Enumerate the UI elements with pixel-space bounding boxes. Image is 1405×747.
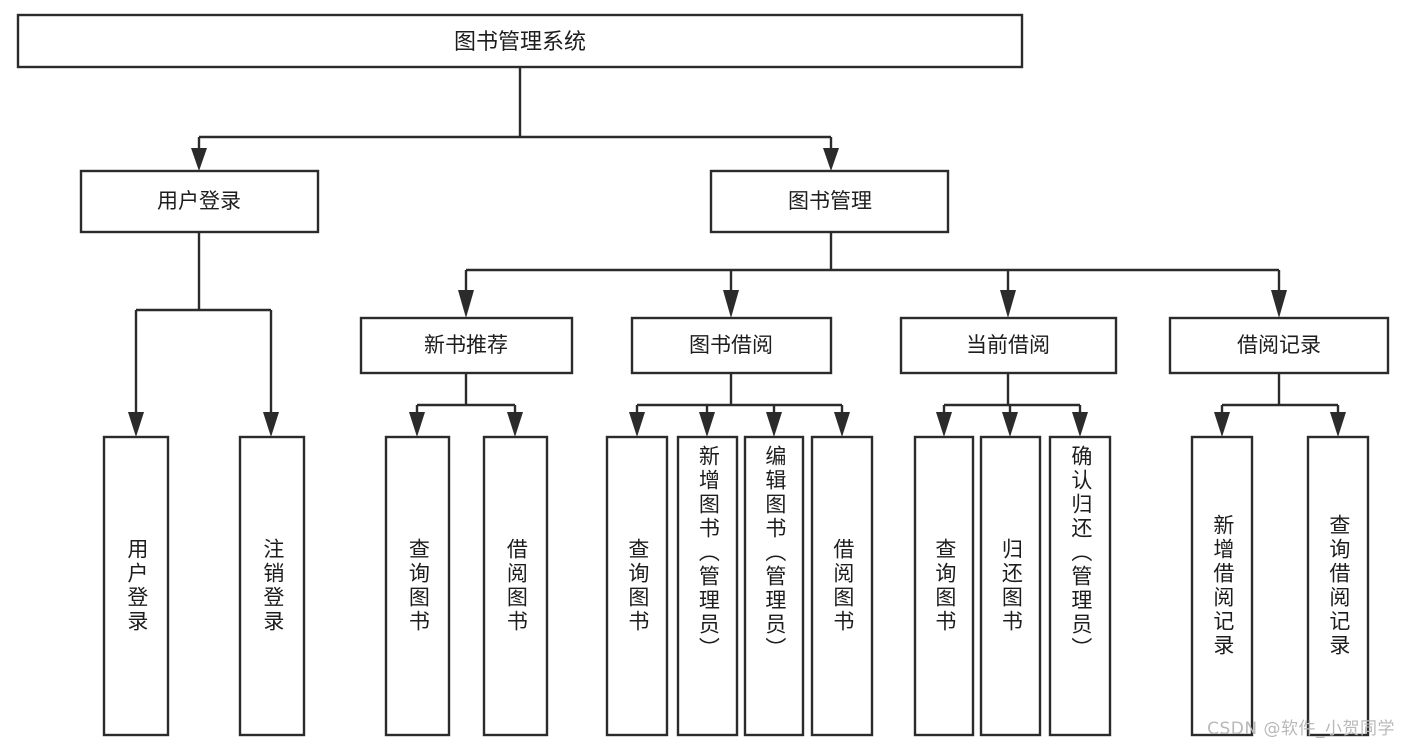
node-label: 用户登录 xyxy=(157,189,241,213)
node-new-book-recommend[interactable]: 新书推荐 xyxy=(359,316,574,375)
node-leaf-add-record[interactable] xyxy=(1190,435,1254,737)
connector-newbook-to-leaves xyxy=(409,373,523,437)
connector-root-to-level2 xyxy=(191,67,839,171)
node-box[interactable] xyxy=(16,13,1024,69)
node-box[interactable] xyxy=(79,169,320,234)
node-box[interactable] xyxy=(359,316,574,375)
node-box[interactable] xyxy=(979,435,1042,737)
node-leaf-borrow-book-2[interactable] xyxy=(810,435,874,737)
node-leaf-query-book-1[interactable] xyxy=(384,435,451,737)
node-box[interactable] xyxy=(1168,316,1390,375)
arrow-head-icon xyxy=(409,412,425,437)
arrow-head-icon xyxy=(629,412,645,437)
node-label: 当前借阅 xyxy=(966,333,1050,357)
node-box[interactable] xyxy=(482,435,549,737)
node-book-borrow[interactable]: 图书借阅 xyxy=(630,316,833,375)
arrow-head-icon xyxy=(458,290,474,318)
arrow-head-icon xyxy=(1000,290,1016,318)
arrow-head-icon xyxy=(1214,412,1230,437)
arrow-head-icon xyxy=(1330,412,1346,437)
node-leaf-add-book[interactable] xyxy=(676,435,739,737)
node-box[interactable] xyxy=(384,435,451,737)
node-box[interactable] xyxy=(676,435,739,737)
node-box[interactable] xyxy=(743,435,805,737)
node-leaf-query-record[interactable] xyxy=(1306,435,1370,737)
node-label: 图书管理 xyxy=(788,189,872,213)
node-leaf-user-login[interactable] xyxy=(102,435,170,737)
node-box[interactable] xyxy=(1190,435,1254,737)
connector-bookmgmt-to-level3 xyxy=(458,232,1287,318)
node-box[interactable] xyxy=(605,435,669,737)
node-user-login[interactable]: 用户登录 xyxy=(79,169,320,234)
node-box[interactable] xyxy=(899,316,1118,375)
arrow-head-icon xyxy=(723,290,739,318)
node-book-management[interactable]: 图书管理 xyxy=(709,169,950,234)
arrow-head-icon xyxy=(1072,412,1088,437)
watermark-text: CSDN @软件_小贺同学 xyxy=(1207,719,1395,739)
arrow-head-icon xyxy=(507,412,523,437)
arrow-head-icon xyxy=(699,412,715,437)
arrow-head-icon xyxy=(823,148,839,171)
node-box[interactable] xyxy=(1306,435,1370,737)
node-box[interactable] xyxy=(102,435,170,737)
connector-userlogin-to-leaves xyxy=(128,232,279,437)
arrow-head-icon xyxy=(128,412,144,437)
node-box[interactable] xyxy=(709,169,950,234)
node-box[interactable] xyxy=(1048,435,1112,737)
node-leaf-query-book-2[interactable] xyxy=(605,435,669,737)
arrow-head-icon xyxy=(766,412,782,437)
node-box[interactable] xyxy=(630,316,833,375)
node-leaf-confirm-return[interactable] xyxy=(1048,435,1112,737)
node-leaf-query-book-3[interactable] xyxy=(913,435,975,737)
node-borrow-record[interactable]: 借阅记录 xyxy=(1168,316,1390,375)
node-root[interactable]: 图书管理系统 xyxy=(16,13,1024,69)
node-leaf-edit-book[interactable] xyxy=(743,435,805,737)
connector-borrowrecord-to-leaves xyxy=(1214,373,1346,437)
node-label: 图书借阅 xyxy=(689,333,773,357)
node-box[interactable] xyxy=(913,435,975,737)
node-label: 图书管理系统 xyxy=(454,30,586,55)
node-leaf-return-book[interactable] xyxy=(979,435,1042,737)
node-current-borrow[interactable]: 当前借阅 xyxy=(899,316,1118,375)
connector-bookborrow-to-leaves xyxy=(629,373,850,437)
node-label: 借阅记录 xyxy=(1237,333,1321,357)
arrow-head-icon xyxy=(191,148,207,171)
arrow-head-icon xyxy=(834,412,850,437)
node-box[interactable] xyxy=(238,435,306,737)
connector-currentborrow-to-leaves xyxy=(936,373,1088,437)
node-leaf-logout-login[interactable] xyxy=(238,435,306,737)
arrow-head-icon xyxy=(263,412,279,437)
arrow-head-icon xyxy=(1002,412,1018,437)
arrow-head-icon xyxy=(1271,290,1287,318)
node-leaf-borrow-book-1[interactable] xyxy=(482,435,549,737)
node-box[interactable] xyxy=(810,435,874,737)
node-label: 新书推荐 xyxy=(424,333,508,357)
arrow-head-icon xyxy=(936,412,952,437)
